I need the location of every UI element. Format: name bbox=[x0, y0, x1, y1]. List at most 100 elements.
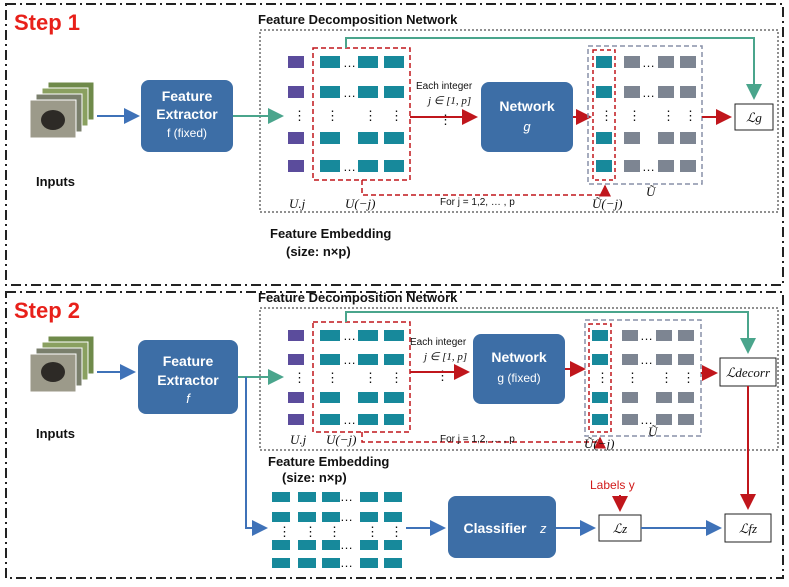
step2-for-label: For j = 1,2, … , p bbox=[440, 434, 515, 445]
step1-reconstructed-matrix: ⋮ … … … ⋮ ⋮ ⋮ bbox=[587, 45, 703, 185]
step1-u-tilde: Ũ bbox=[646, 184, 657, 199]
step2-frame bbox=[5, 291, 784, 579]
step1-for-label: For j = 1,2, … , p bbox=[440, 197, 515, 208]
step2-decorr-loss-box: ℒdecorr bbox=[719, 357, 777, 387]
step1-inputs-label: Inputs bbox=[36, 174, 75, 189]
svg-text:…: … bbox=[640, 412, 653, 427]
step2-u-tilde: Ũ bbox=[648, 424, 659, 439]
svg-text:⋮: ⋮ bbox=[326, 370, 339, 385]
svg-text:…: … bbox=[340, 555, 353, 570]
step2-network-g: Network g (fixed) bbox=[473, 334, 565, 404]
svg-text:…: … bbox=[640, 352, 653, 367]
svg-text:⋮: ⋮ bbox=[293, 370, 306, 385]
svg-text:⋮: ⋮ bbox=[326, 108, 339, 123]
step1-network-frame bbox=[259, 29, 779, 213]
svg-text:Classifier: Classifier bbox=[463, 520, 527, 536]
svg-text:⋮: ⋮ bbox=[682, 370, 695, 385]
step2-u-j: U.j bbox=[290, 432, 307, 447]
svg-text:Extractor: Extractor bbox=[156, 106, 218, 122]
step1-u-minus: U(−j) bbox=[345, 196, 375, 211]
svg-text:⋮: ⋮ bbox=[366, 524, 379, 539]
svg-text:…: … bbox=[343, 85, 356, 100]
step1-network-title: Feature Decomposition Network bbox=[258, 12, 458, 27]
svg-text:…: … bbox=[343, 352, 356, 367]
step1-range: j ∈ [1, p] bbox=[426, 95, 471, 107]
svg-text:…: … bbox=[640, 328, 653, 343]
svg-text:f: f bbox=[186, 391, 191, 406]
svg-text:⋮: ⋮ bbox=[364, 108, 377, 123]
svg-text:⋮: ⋮ bbox=[278, 524, 291, 539]
step2-embedding-title: Feature Embedding bbox=[268, 454, 389, 469]
step2-embedding-size: (size: n×p) bbox=[282, 470, 347, 485]
svg-text:⋮: ⋮ bbox=[390, 370, 403, 385]
step2-labels: Labels y bbox=[590, 478, 635, 492]
step1-u-tilde-minus: Ũ(−j) bbox=[592, 196, 622, 211]
svg-text:ℒdecorr: ℒdecorr bbox=[726, 365, 771, 380]
step2-title: Step 2 bbox=[14, 298, 80, 323]
step2-network-frame bbox=[259, 307, 779, 451]
svg-text:⋮: ⋮ bbox=[660, 370, 673, 385]
step2-loop-arrow bbox=[361, 432, 606, 449]
step2-reconstructed-matrix: ⋮ … … … ⋮ ⋮ ⋮ bbox=[584, 319, 702, 437]
svg-text:⋮: ⋮ bbox=[390, 108, 403, 123]
step2-skip-arrow bbox=[345, 311, 756, 354]
svg-text:⋮: ⋮ bbox=[390, 524, 403, 539]
step2-range: j ∈ [1, p] bbox=[422, 351, 467, 363]
svg-text:⋮: ⋮ bbox=[600, 108, 613, 123]
step2-each-integer: Each integer bbox=[410, 337, 467, 348]
svg-text:ℒfz: ℒfz bbox=[739, 521, 757, 536]
svg-text:…: … bbox=[343, 328, 356, 343]
svg-text:g: g bbox=[523, 119, 531, 134]
svg-text:g (fixed): g (fixed) bbox=[497, 371, 540, 385]
svg-text:Feature: Feature bbox=[162, 88, 213, 104]
step2-arrow-down bbox=[245, 377, 268, 536]
step2-bottom-embedding: … … ⋮ ⋮ ⋮ ⋮ ⋮ … … bbox=[272, 489, 403, 570]
step1-feature-extractor: Feature Extractor f (fixed) bbox=[141, 80, 233, 152]
step2-lz-box: ℒz bbox=[598, 514, 642, 542]
step1-embedding-matrix: ⋮ … … … ⋮ ⋮ ⋮ bbox=[288, 47, 411, 181]
step2-network-title: Feature Decomposition Network bbox=[258, 290, 458, 305]
step1-title: Step 1 bbox=[14, 10, 80, 35]
svg-text:Network: Network bbox=[491, 349, 546, 365]
svg-text:⋮: ⋮ bbox=[304, 524, 317, 539]
svg-text:…: … bbox=[340, 537, 353, 552]
step1-range-dots: ⋮ bbox=[439, 112, 452, 127]
step2-embedding-matrix: ⋮ … … … ⋮ ⋮ ⋮ bbox=[288, 321, 411, 433]
step2-u-tilde-minus: Ũ(−j) bbox=[584, 436, 614, 451]
svg-text:…: … bbox=[343, 159, 356, 174]
step1-each-integer: Each integer bbox=[416, 81, 473, 92]
step1-embedding-size: (size: n×p) bbox=[286, 244, 351, 259]
step1-embedding-title: Feature Embedding bbox=[270, 226, 391, 241]
svg-text:⋮: ⋮ bbox=[328, 524, 341, 539]
svg-text:…: … bbox=[343, 55, 356, 70]
svg-text:ℒz: ℒz bbox=[613, 521, 627, 536]
svg-text:⋮: ⋮ bbox=[662, 108, 675, 123]
svg-text:⋮: ⋮ bbox=[684, 108, 697, 123]
step1-frame bbox=[5, 3, 784, 286]
svg-text:…: … bbox=[340, 509, 353, 524]
step1-loop-arrow bbox=[361, 180, 611, 197]
step2-lfz-box: ℒfz bbox=[724, 513, 772, 543]
step1-input-images bbox=[29, 81, 95, 139]
step2-feature-extractor: Feature Extractor f bbox=[138, 340, 238, 414]
step2-u-minus: U(−j) bbox=[326, 432, 356, 447]
svg-text:…: … bbox=[343, 412, 356, 427]
step1-skip-arrow bbox=[345, 37, 762, 100]
svg-text:z: z bbox=[539, 521, 547, 536]
step2-inputs-label: Inputs bbox=[36, 426, 75, 441]
svg-text:⋮: ⋮ bbox=[626, 370, 639, 385]
svg-text:…: … bbox=[642, 55, 655, 70]
svg-text:⋮: ⋮ bbox=[628, 108, 641, 123]
step1-u-j: U.j bbox=[289, 196, 306, 211]
svg-text:f (fixed): f (fixed) bbox=[167, 126, 207, 140]
svg-text:Feature: Feature bbox=[163, 353, 214, 369]
svg-text:Extractor: Extractor bbox=[157, 372, 219, 388]
svg-text:Network: Network bbox=[499, 98, 554, 114]
svg-text:…: … bbox=[340, 489, 353, 504]
svg-text:⋮: ⋮ bbox=[293, 108, 306, 123]
step2-classifier-box: Classifier z bbox=[448, 496, 556, 558]
step1-network-g: Network g bbox=[481, 82, 573, 152]
svg-text:⋮: ⋮ bbox=[596, 370, 609, 385]
step1-loss-box: ℒg bbox=[734, 103, 774, 131]
